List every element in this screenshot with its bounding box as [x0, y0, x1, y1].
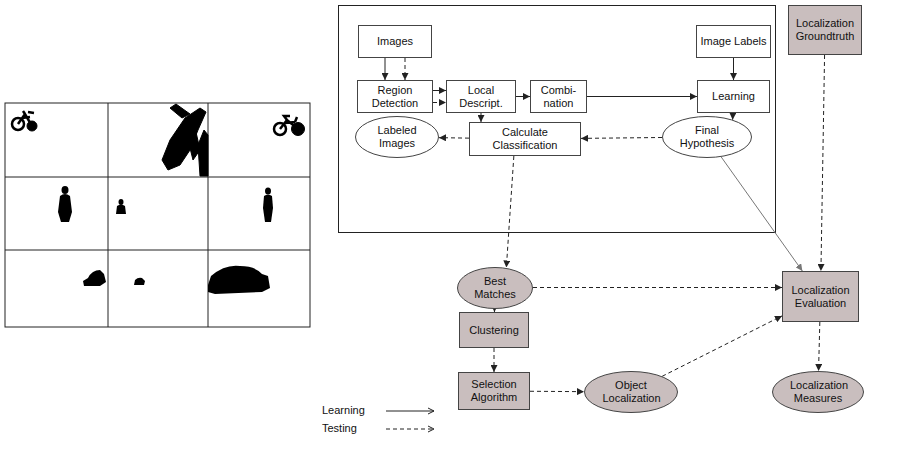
testing-arrow	[494, 348, 495, 372]
legend-dashed-head	[428, 426, 434, 432]
node-label: Best Matches	[473, 275, 518, 301]
learning-arrow	[587, 96, 697, 97]
testing-arrow	[533, 287, 782, 288]
node-label: Region Detection	[361, 84, 429, 110]
node-label: Clustering	[469, 324, 519, 337]
learning-arrow	[516, 96, 530, 97]
silhouette-grid	[5, 103, 310, 327]
learning-arrow	[733, 58, 734, 80]
process-box: Local Descript.	[446, 80, 516, 113]
node-label: Final Hypothesis	[680, 124, 735, 150]
node-label: Object Localization	[603, 379, 660, 405]
testing-arrow	[439, 137, 469, 138]
node-label: Learning	[712, 90, 755, 103]
process-ellipse: Object Localization	[584, 371, 678, 413]
legend-solid-sample	[386, 411, 434, 412]
node-label: Labeled Images	[372, 124, 423, 150]
bicycle-silhouettes	[12, 104, 305, 176]
node-label: Calculate Classification	[473, 126, 577, 152]
testing-arrow	[405, 58, 406, 80]
process-box: Localization Groundtruth	[788, 5, 862, 55]
node-label: Local Descript.	[450, 84, 512, 110]
process-box: Calculate Classification	[469, 122, 581, 156]
process-ellipse: Final Hypothesis	[662, 116, 752, 158]
process-box: Region Detection	[357, 80, 433, 113]
testing-arrow	[433, 102, 446, 103]
testing-arrow	[481, 113, 482, 122]
process-box: Image Labels	[696, 25, 771, 58]
learning-arrow	[385, 58, 386, 80]
learning-arrow	[732, 113, 733, 120]
system-frame	[339, 6, 776, 233]
legend-dashed-sample	[386, 429, 434, 430]
node-label: Images	[377, 35, 413, 48]
legend-label: Testing	[322, 422, 357, 435]
person-silhouettes	[58, 186, 273, 222]
process-ellipse: Localization Measures	[772, 371, 864, 413]
testing-arrow	[530, 391, 584, 392]
learning-arrow	[721, 157, 802, 271]
process-ellipse: Labeled Images	[355, 116, 439, 158]
testing-arrow	[819, 322, 820, 371]
car-silhouettes	[83, 266, 270, 294]
node-label: Localization Evaluation	[786, 284, 855, 310]
node-label: Selection Algorithm	[462, 378, 526, 404]
process-ellipse: Best Matches	[457, 267, 533, 309]
process-box: Selection Algorithm	[458, 372, 530, 410]
process-box: Learning	[697, 80, 770, 113]
learning-arrow	[433, 90, 446, 91]
testing-arrow	[581, 137, 662, 139]
process-box: Localization Evaluation	[782, 271, 859, 322]
node-label: Image Labels	[700, 35, 766, 48]
testing-arrow	[662, 316, 782, 376]
process-box: Combi- nation	[530, 80, 587, 113]
testing-arrow	[506, 156, 514, 267]
node-label: Localization Measures	[790, 379, 846, 405]
process-box: Images	[358, 25, 432, 58]
node-label: Combi- nation	[534, 84, 583, 110]
process-box: Clustering	[459, 312, 529, 348]
testing-arrow	[821, 55, 825, 271]
legend-label: Learning	[322, 404, 365, 417]
node-label: Localization Groundtruth	[792, 17, 858, 43]
legend-solid-head	[428, 408, 434, 414]
